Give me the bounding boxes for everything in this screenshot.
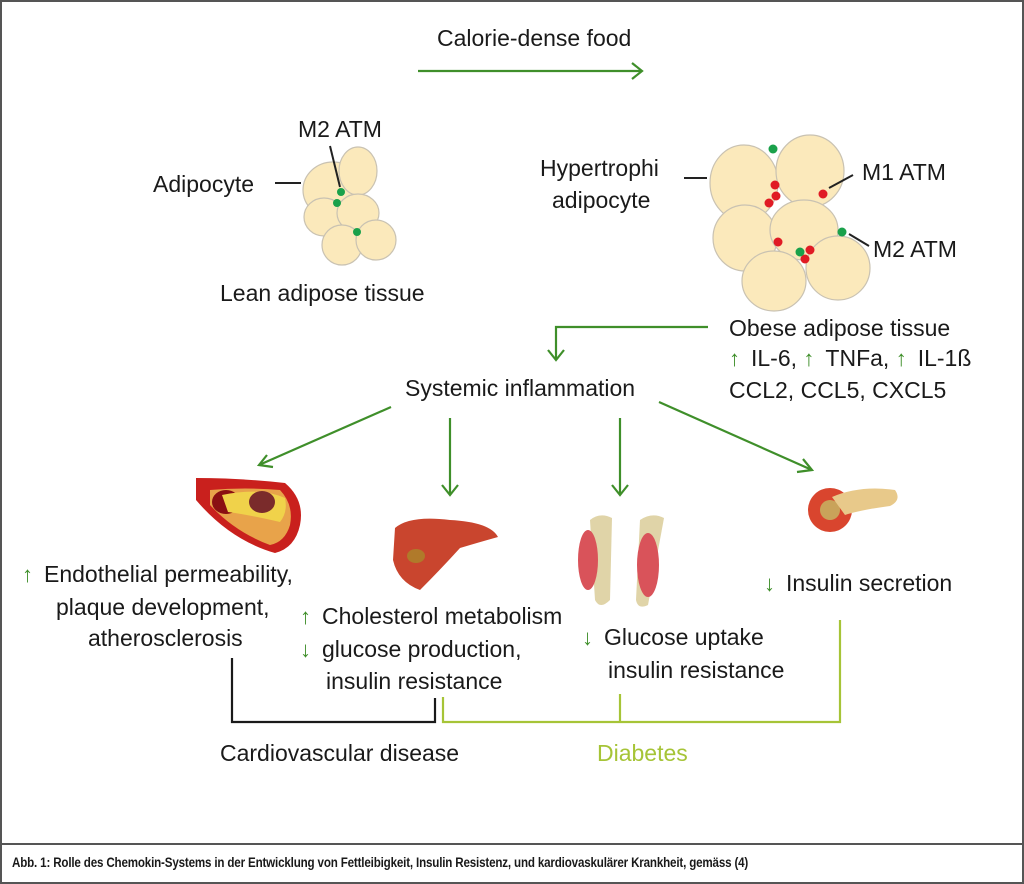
adipocyte-label: Adipocyte: [153, 171, 255, 197]
chemokines-label: CCL2, CCL5, CXCL5: [729, 377, 947, 403]
lean-leader-lines: [275, 145, 341, 188]
up-arrow-icon: ↑: [300, 604, 311, 629]
up-arrow-icon: ↑: [729, 346, 740, 371]
obese-adipose-cluster: [709, 134, 871, 312]
obese-m2-atm-label: M2 ATM: [873, 236, 957, 262]
down-arrow-icon: ↓: [300, 637, 311, 662]
liver-effect-line1: ↑Cholesterol metabolism: [300, 600, 562, 633]
vessel-effect-line1: ↑Endothelial permeability,: [22, 558, 293, 591]
lean-adipose-cluster: [302, 146, 397, 266]
down-arrow-icon: ↓: [582, 625, 593, 650]
diabetes-bracket: [441, 620, 842, 724]
muscle-icon: [578, 515, 664, 607]
up-arrow-icon: ↑: [22, 562, 33, 587]
obese-tissue-title: Obese adipose tissue: [729, 315, 951, 341]
vessel-effect-line2: plaque development,: [56, 594, 270, 620]
m1-atm-label: M1 ATM: [862, 159, 946, 185]
inflammation-arrows: [256, 400, 815, 497]
calorie-dense-food-label: Calorie-dense food: [437, 25, 632, 51]
liver-effect-line2: ↓glucose production,: [300, 633, 521, 666]
down-arrow-icon: ↓: [764, 571, 775, 596]
pancreas-effect-line1: ↓Insulin secretion: [764, 567, 952, 600]
diabetes-label: Diabetes: [597, 740, 688, 766]
cardiovascular-disease-label: Cardiovascular disease: [220, 740, 460, 766]
up-arrow-icon: ↑: [803, 346, 815, 371]
systemic-inflammation-label: Systemic inflammation: [405, 375, 636, 401]
vessel-effect-line3: atherosclerosis: [88, 625, 243, 651]
figure-caption-box: Abb. 1: Rolle des Chemokin-Systems in de…: [0, 843, 1024, 884]
muscle-effect-line2: insulin resistance: [608, 657, 785, 683]
obese-m2-macrophages: [768, 144, 847, 257]
lean-tissue-title: Lean adipose tissue: [220, 280, 425, 306]
hypertrophic-label-line2: adipocyte: [552, 187, 651, 213]
obese-to-inflammation-arrow: [547, 325, 708, 362]
obese-m1-macrophages: [764, 180, 828, 264]
cardio-bracket: [230, 658, 437, 724]
hypertrophic-label-line1: Hypertrophi: [540, 155, 659, 181]
figure-caption: Abb. 1: Rolle des Chemokin-Systems in de…: [12, 855, 749, 870]
pancreas-icon: [808, 488, 898, 532]
obese-leader-lines: [684, 174, 870, 247]
up-arrow-icon: ↑: [895, 346, 907, 371]
liver-effect-line3: insulin resistance: [326, 668, 503, 694]
cytokine-markers: ↑IL-6, ↑TNFa, ↑IL-1ß: [729, 342, 971, 375]
calorie-arrow: [418, 62, 644, 80]
liver-icon: [393, 518, 498, 590]
lean-m2-atm-label: M2 ATM: [298, 116, 382, 142]
lean-m2-macrophages: [333, 188, 361, 236]
muscle-effect-line1: ↓Glucose uptake: [582, 621, 764, 654]
blood-vessel-plaque-icon: [196, 478, 301, 553]
